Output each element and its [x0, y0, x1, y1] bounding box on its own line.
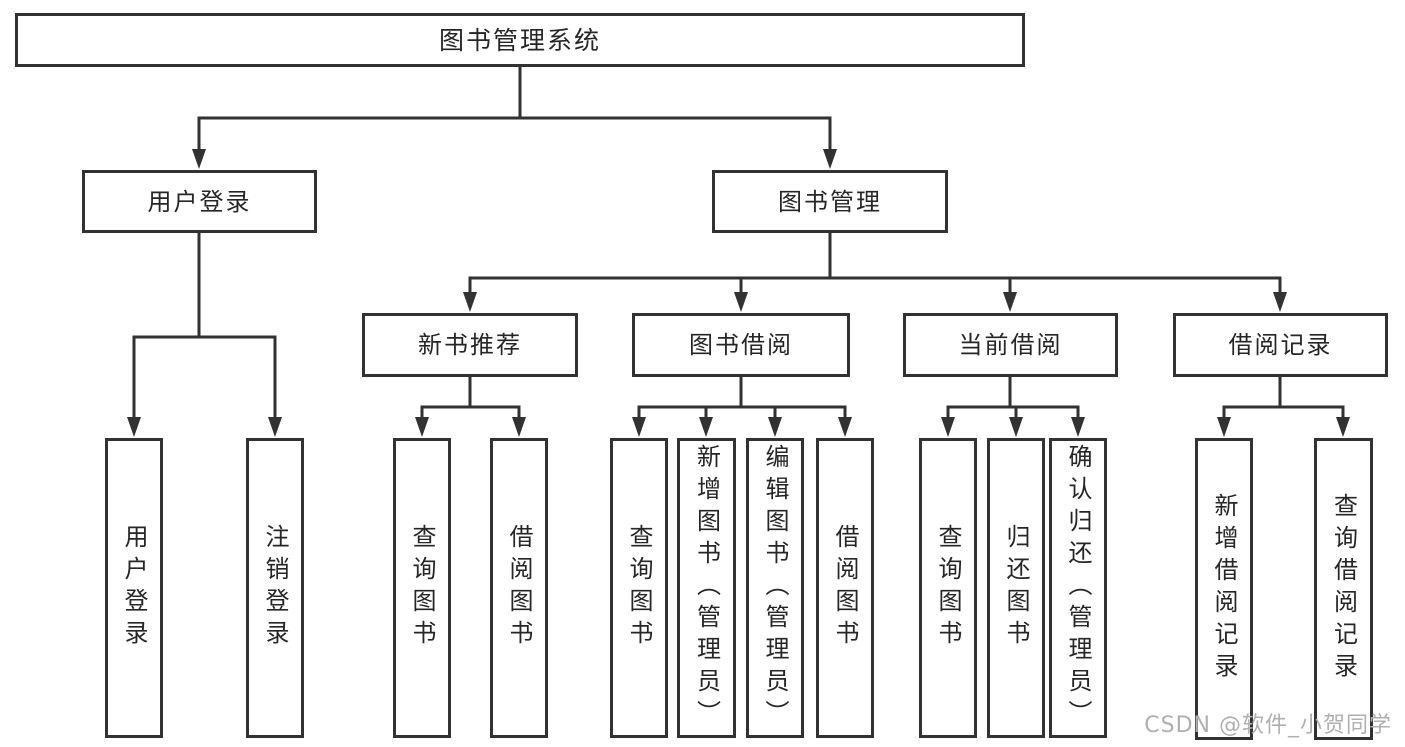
arrowhead-icon: [1009, 417, 1023, 437]
node-borrow-records: 借阅记录: [1173, 313, 1388, 377]
arrowhead-icon: [415, 417, 429, 437]
arrowhead-icon: [1003, 292, 1017, 312]
arrowhead-icon: [1217, 417, 1231, 437]
connector-root-to-level2: [192, 67, 837, 169]
arrowhead-icon: [192, 149, 206, 169]
arrowhead-icon: [699, 417, 713, 437]
arrowhead-icon: [463, 292, 477, 312]
arrowhead-icon: [1336, 417, 1350, 437]
leaf-add-borrow-record: 新增借阅记录: [1195, 438, 1253, 740]
leaf-borrow-books-recommend: 借阅图书: [490, 438, 548, 738]
node-root: 图书管理系统: [15, 13, 1025, 67]
arrowhead-icon: [838, 417, 852, 437]
leaf-user-login: 用户登录: [105, 438, 163, 738]
node-book-management: 图书管理: [712, 170, 948, 233]
leaf-logout: 注销登录: [246, 438, 304, 738]
leaf-return-book: 归还图书: [987, 438, 1045, 738]
leaf-query-books-recommend: 查询图书: [393, 438, 451, 738]
watermark: CSDN @软件_小贺同学: [1144, 713, 1392, 738]
arrowhead-icon: [768, 417, 782, 437]
connector-current-borrow-to-leaves: [941, 377, 1085, 437]
arrowhead-icon: [823, 149, 837, 169]
connector-new-book-to-leaves: [415, 377, 526, 437]
arrowhead-icon: [512, 417, 526, 437]
arrowhead-icon: [1273, 292, 1287, 312]
node-current-borrow: 当前借阅: [903, 313, 1118, 377]
node-new-book-recommend: 新书推荐: [362, 313, 578, 377]
leaf-add-book-admin: 新增图书（管理员）: [677, 438, 736, 738]
leaf-edit-book-admin: 编辑图书（管理员）: [746, 438, 804, 738]
connector-user-login-to-leaves: [127, 233, 282, 437]
arrowhead-icon: [734, 292, 748, 312]
arrowhead-icon: [268, 417, 282, 437]
node-user-login: 用户登录: [82, 170, 317, 233]
node-book-borrow: 图书借阅: [632, 313, 850, 377]
connector-book-management-to-level3: [463, 233, 1287, 312]
connector-book-borrow-to-leaves: [632, 377, 852, 437]
arrowhead-icon: [127, 417, 141, 437]
arrowhead-icon: [632, 417, 646, 437]
connector-borrow-records-to-leaves: [1217, 377, 1350, 437]
leaf-query-books-current: 查询图书: [919, 438, 977, 738]
arrowhead-icon: [941, 417, 955, 437]
leaf-borrow-books: 借阅图书: [816, 438, 874, 738]
leaf-query-borrow-record: 查询借阅记录: [1314, 438, 1373, 740]
leaf-query-books-borrow: 查询图书: [610, 438, 668, 738]
arrowhead-icon: [1071, 417, 1085, 437]
leaf-confirm-return-admin: 确认归还（管理员）: [1049, 438, 1107, 738]
